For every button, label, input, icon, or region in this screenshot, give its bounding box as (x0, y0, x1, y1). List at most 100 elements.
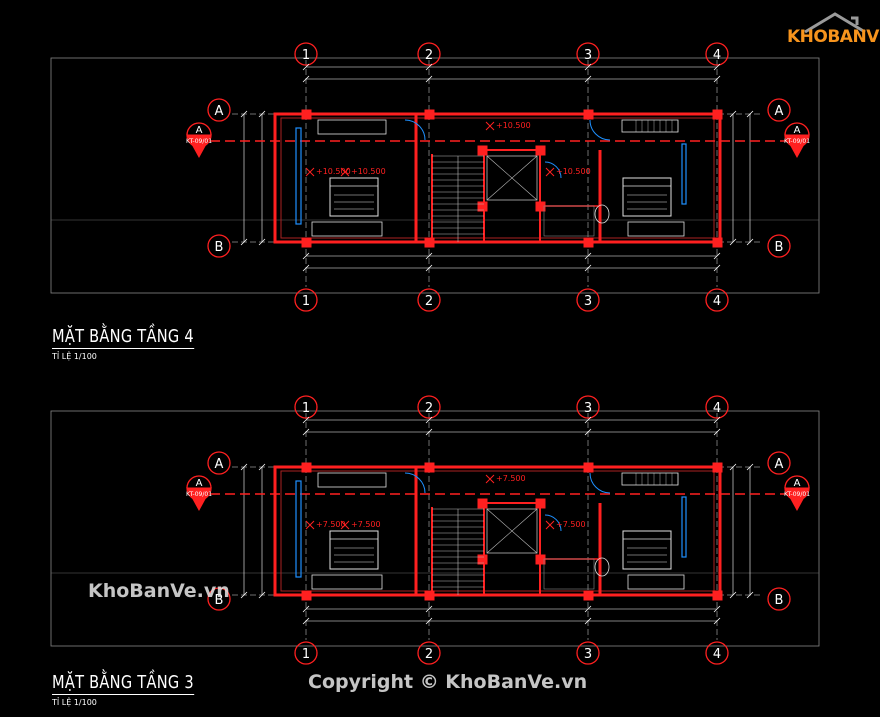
house-logo-icon (804, 12, 866, 34)
dimension-tick (302, 264, 310, 272)
toilet (594, 204, 610, 224)
void-diagonal (486, 155, 538, 201)
structural-column (301, 237, 312, 248)
section-marker-left-arrow (186, 487, 212, 512)
grid-bubble-right-a-label: A (775, 457, 784, 472)
wc-box (543, 558, 595, 590)
structural-column (535, 145, 546, 156)
grid-bubble-right-b-label: B (775, 240, 784, 255)
grid-bubble-top-label: 4 (713, 401, 721, 416)
level-label-mark (305, 167, 315, 177)
dimension-tick (302, 617, 310, 625)
structural-column (301, 462, 312, 473)
grid-bubble-left-b-circle (207, 587, 231, 611)
floor-4-plan: 11223344ABABAKT-09/01AKT-09/01+10.500+10… (50, 42, 820, 312)
dimension-tick (746, 463, 754, 471)
section-marker-right-arrow (784, 134, 810, 159)
grid-bubble-bottom-circle (576, 288, 600, 312)
dimension-tick (584, 75, 592, 83)
structural-column (583, 109, 594, 120)
structural-column (712, 590, 723, 601)
section-marker-left-ref: KT-09/01 (186, 491, 212, 498)
floor-4-scale: TỈ LỆ 1/100 (52, 352, 97, 361)
void-box (486, 508, 538, 554)
bed-left-frame (329, 530, 379, 570)
section-marker-left-tag: A (196, 478, 203, 489)
dimension-tick (584, 605, 592, 613)
toilet (594, 557, 610, 577)
void-diagonal (486, 508, 538, 554)
grid-bubble-right-a-label: A (775, 104, 784, 119)
grid-bubble-right-a-circle (767, 98, 791, 122)
level-label-text: +7.500 (316, 520, 346, 529)
window-left (295, 480, 302, 578)
grid-bubble-top-circle (417, 395, 441, 419)
dimension-tick (258, 591, 266, 599)
dimension-tick (713, 264, 721, 272)
window-left (295, 127, 302, 225)
grid-bubble-top-circle (294, 395, 318, 419)
structural-column (477, 145, 488, 156)
dimension-tick (258, 463, 266, 471)
logo-text: KHOBANVE (787, 27, 880, 47)
grid-bubble-left-b-label: B (215, 240, 224, 255)
section-marker-left-arrow (186, 134, 212, 159)
grid-bubble-bottom-label: 2 (425, 647, 433, 662)
door-swing (589, 472, 611, 494)
grid-bubble-left-a-circle (207, 98, 231, 122)
dimension-tick (425, 605, 433, 613)
dimension-tick (302, 605, 310, 613)
dimension-tick (240, 591, 248, 599)
desk-left (317, 119, 387, 135)
structural-column (477, 201, 488, 212)
structural-column (424, 109, 435, 120)
grid-bubble-right-b-label: B (775, 593, 784, 608)
dimension-tick (584, 63, 592, 71)
grid-bubble-top-label: 2 (425, 401, 433, 416)
dimension-tick (746, 110, 754, 118)
grid-bubble-top-circle (576, 395, 600, 419)
structural-column (583, 462, 594, 473)
dimension-tick (713, 428, 721, 436)
dimension-tick (713, 416, 721, 424)
dimension-tick (729, 591, 737, 599)
section-marker-left-ref: KT-09/01 (186, 138, 212, 145)
section-marker-right-ref: KT-09/01 (784, 138, 810, 145)
grid-bubble-bottom-circle (294, 288, 318, 312)
wc-box (543, 205, 595, 237)
dimension-tick (584, 252, 592, 260)
grid-bubble-top-circle (294, 42, 318, 66)
grid-bubble-top-circle (576, 42, 600, 66)
wardrobe-right (621, 472, 679, 486)
sofa-right (627, 574, 685, 590)
dimension-tick (240, 463, 248, 471)
interior-wall-face (280, 117, 715, 239)
wardrobe-right (621, 119, 679, 133)
dimension-tick (425, 428, 433, 436)
dimension-tick (729, 238, 737, 246)
window-right (681, 143, 687, 205)
bed-right-frame (622, 530, 672, 570)
dimension-tick (240, 110, 248, 118)
exterior-wall (273, 112, 722, 244)
dimension-tick (713, 75, 721, 83)
level-label-mark (340, 167, 350, 177)
grid-bubble-top-label: 4 (713, 48, 721, 63)
dimension-tick (713, 617, 721, 625)
grid-bubble-bottom-label: 1 (302, 647, 310, 662)
dimension-tick (713, 252, 721, 260)
section-marker-right-tag: A (794, 125, 801, 136)
grid-bubble-bottom-label: 4 (713, 647, 721, 662)
dimension-tick (302, 252, 310, 260)
floor-3-plan: 11223344ABABAKT-09/01AKT-09/01+7.500+7.5… (50, 395, 820, 665)
dimension-tick (302, 63, 310, 71)
dimension-tick (302, 75, 310, 83)
grid-bubble-bottom-label: 2 (425, 294, 433, 309)
level-label-text: +7.500 (351, 520, 381, 529)
grid-bubble-top-circle (705, 42, 729, 66)
section-marker-right-arrow (784, 487, 810, 512)
watermark-copyright: Copyright © KhoBanVe.vn (308, 671, 588, 693)
door-swing (544, 514, 562, 532)
level-label-text: +7.500 (496, 474, 526, 483)
